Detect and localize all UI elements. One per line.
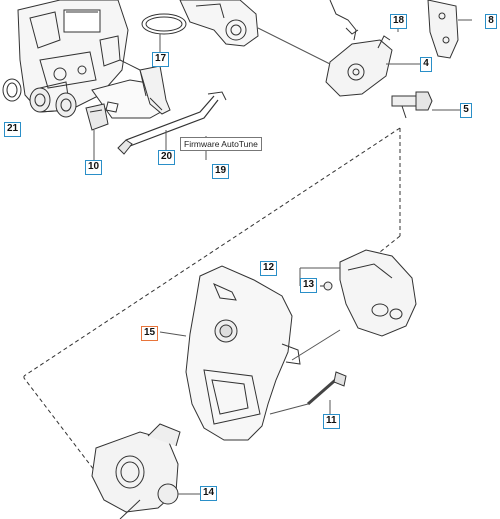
callout-19[interactable]: 19 xyxy=(212,164,230,179)
fastener-5 xyxy=(391,91,460,119)
callout-4[interactable]: 4 xyxy=(420,57,432,72)
callout-12[interactable]: 12 xyxy=(260,261,278,276)
callout-20[interactable]: 20 xyxy=(158,150,176,165)
callout-10[interactable]: 10 xyxy=(85,160,103,175)
intake-manifold-14 xyxy=(91,423,200,519)
wire-harness-20 xyxy=(117,91,227,155)
bracket-8 xyxy=(427,0,472,59)
gasket-ring-17 xyxy=(141,13,187,52)
mounting-plate-4 xyxy=(325,35,420,97)
callout-8[interactable]: 8 xyxy=(485,14,497,29)
callout-11[interactable]: 11 xyxy=(323,414,340,429)
spring-bracket xyxy=(329,0,359,41)
valve-body xyxy=(179,0,259,47)
o-ring-21 xyxy=(2,78,22,102)
callout-17[interactable]: 17 xyxy=(152,52,170,67)
callout-13[interactable]: 13 xyxy=(300,278,318,293)
wire-connector-10 xyxy=(85,103,109,160)
air-filter-housing-15 xyxy=(185,265,301,441)
engine-bracket-12 xyxy=(299,249,417,337)
callout-14[interactable]: 14 xyxy=(200,486,218,501)
callout-15[interactable]: 15 xyxy=(141,326,159,341)
callout-5[interactable]: 5 xyxy=(460,103,472,118)
callout-18[interactable]: 18 xyxy=(390,14,408,29)
bolt-11 xyxy=(307,371,347,414)
intake-tubes xyxy=(29,81,77,118)
callout-21[interactable]: 21 xyxy=(4,122,22,137)
firmware-autotune-label: Firmware AutoTune xyxy=(180,137,262,151)
screw-13 xyxy=(320,281,333,291)
